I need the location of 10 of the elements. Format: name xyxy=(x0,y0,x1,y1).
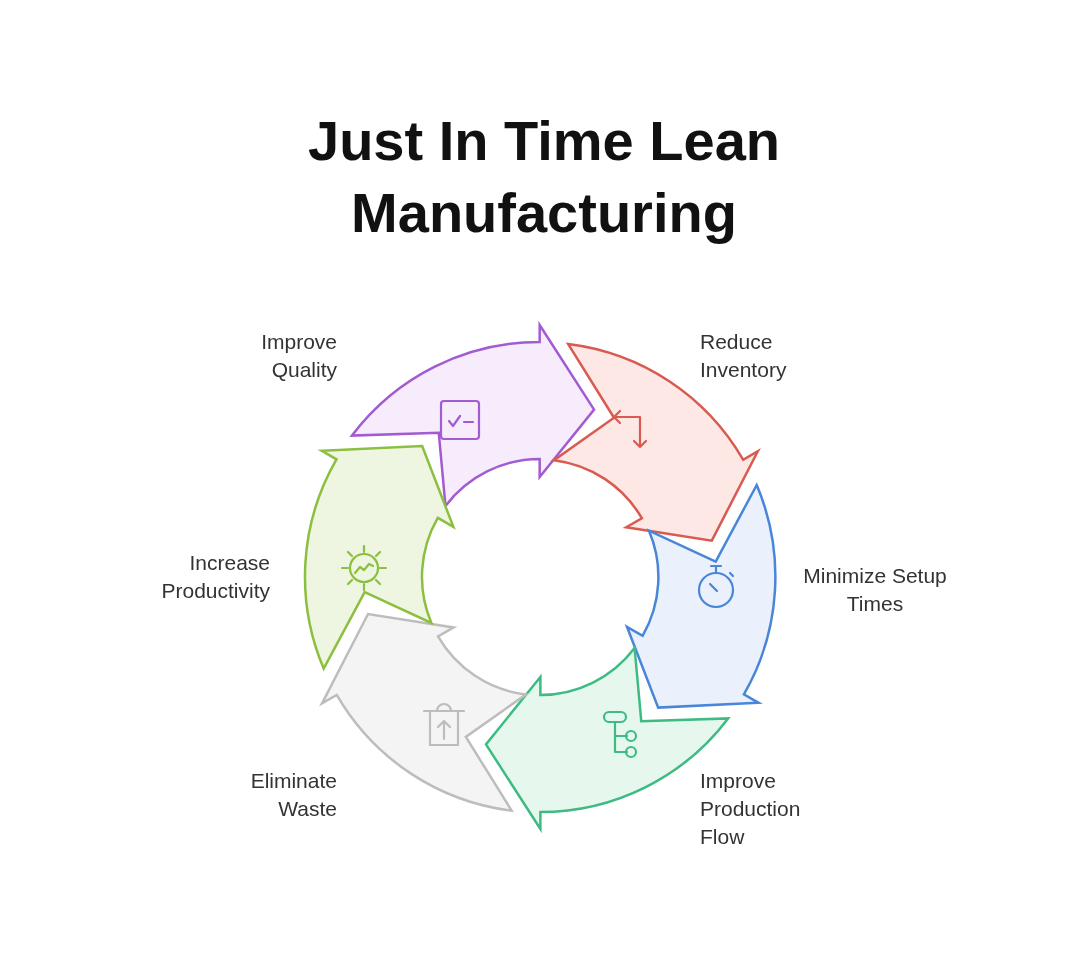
title: Just In Time Lean Manufacturing xyxy=(307,108,781,246)
step-label: Reduce Inventory xyxy=(700,329,788,383)
arrow-segment xyxy=(624,483,777,710)
step-label: Eliminate Waste xyxy=(249,768,337,822)
arrow-segment xyxy=(303,444,456,671)
step-label: Increase Productivity xyxy=(160,550,270,604)
step-label: Minimize Setup Times xyxy=(802,563,948,617)
step-label: Improve Production Flow xyxy=(700,768,802,850)
step-label: Improve Quality xyxy=(260,329,337,383)
arrow-segment xyxy=(350,323,597,508)
